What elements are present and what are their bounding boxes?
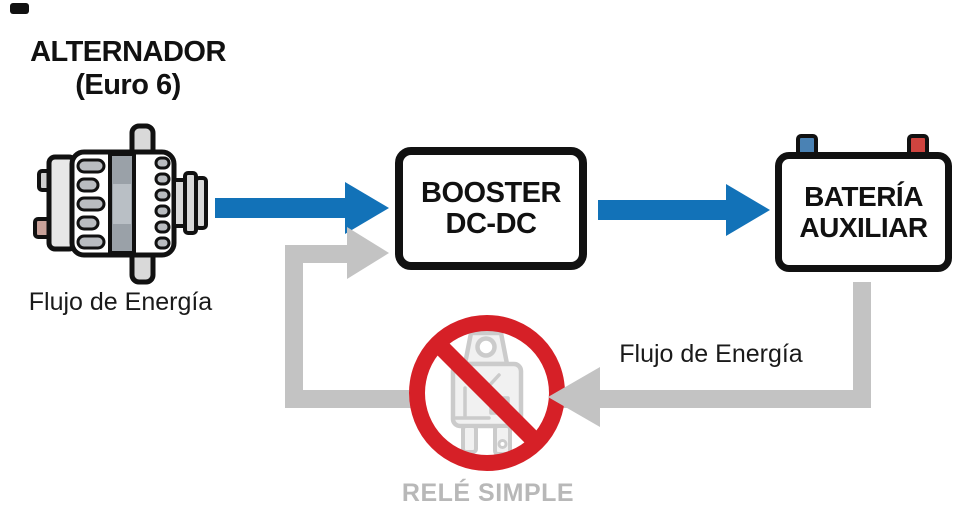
return-arrow-to-relay-head [548, 367, 600, 427]
auxiliary-battery-box: BATERÍA AUXILIAR [775, 152, 952, 272]
battery-label-line2: AUXILIAR [799, 212, 928, 243]
return-arrow-to-booster-head [347, 227, 389, 279]
booster-label-line2: DC-DC [445, 207, 537, 240]
arrow-alternator-to-booster-shaft [215, 198, 346, 218]
return-path-left-segment [285, 245, 303, 408]
return-flow-label: Flujo de Energía [619, 340, 803, 368]
arrow-booster-to-battery-shaft [598, 200, 727, 220]
alternator-flow-label: Flujo de Energía [28, 288, 213, 316]
arrow-alternator-to-booster-head [345, 182, 389, 234]
relay-label: RELÉ SIMPLE [401, 479, 575, 507]
alternator-title-line2: (Euro 6) [75, 69, 181, 101]
arrow-booster-to-battery-head [726, 184, 770, 236]
prohibition-sign [409, 315, 565, 471]
alternator-icon [33, 123, 208, 285]
alternator-title: ALTERNADOR (Euro 6) [8, 36, 248, 102]
booster-box: BOOSTER DC-DC [395, 147, 587, 270]
return-path-right-segment [853, 282, 871, 408]
booster-label-line1: BOOSTER [421, 176, 561, 209]
corner-mark [10, 3, 29, 14]
battery-label-line1: BATERÍA [804, 181, 923, 212]
alternator-title-line1: ALTERNADOR [30, 36, 226, 68]
